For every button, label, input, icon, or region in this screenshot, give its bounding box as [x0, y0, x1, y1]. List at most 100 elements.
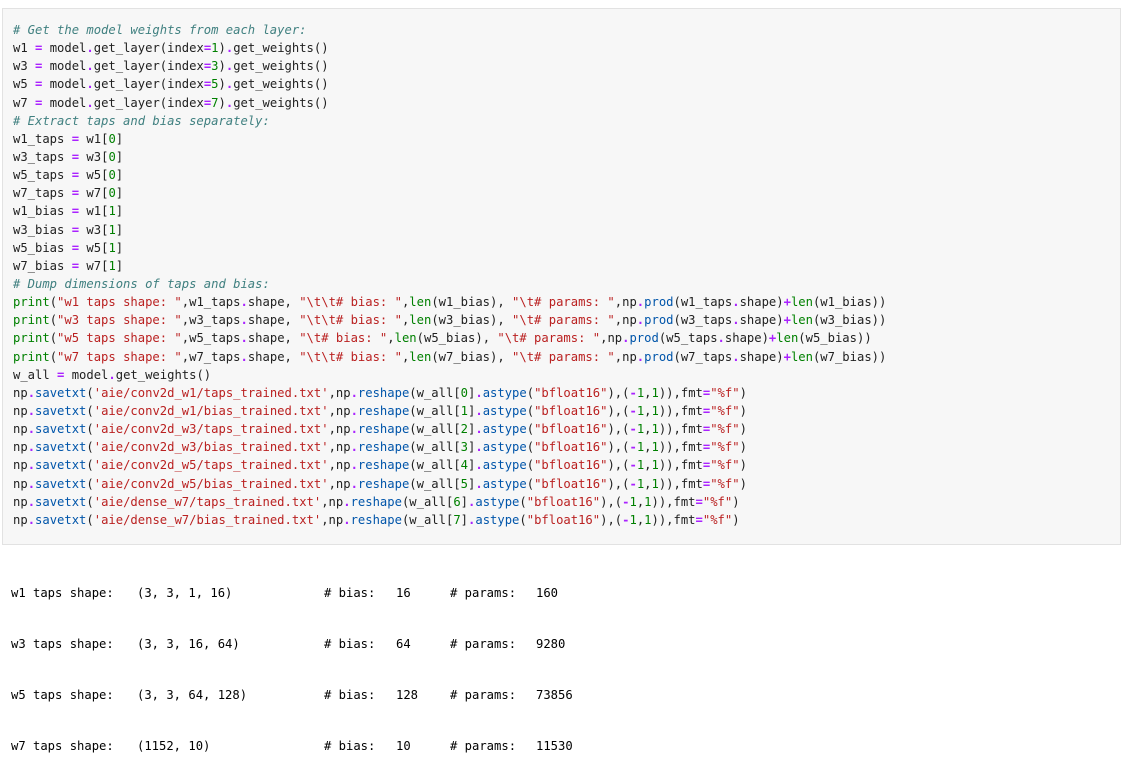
- code-variable: w1_taps: [13, 131, 65, 146]
- code-variable: w1_taps: [189, 295, 241, 310]
- code-string: "\t\t# bias: ": [299, 313, 402, 328]
- code-line: np.savetxt('aie/conv2d_w5/taps_trained.t…: [13, 458, 747, 473]
- code-variable: w1: [86, 131, 102, 146]
- code-string: "%f": [702, 512, 733, 527]
- code-string: "bfloat16": [534, 458, 608, 473]
- code-line: w3_taps = w3[0]: [13, 149, 124, 164]
- code-number: 5: [211, 77, 219, 92]
- code-variable: w5_taps: [13, 168, 65, 183]
- code-variable: w1_bias: [438, 295, 491, 310]
- code-variable: w3_bias: [438, 313, 491, 328]
- code-line: print("w7 taps shape: ",w7_taps.shape, "…: [13, 349, 887, 364]
- code-string: "w3 taps shape: ": [57, 313, 182, 328]
- code-string: "w7 taps shape: ": [57, 349, 182, 364]
- code-variable: w3: [86, 222, 102, 237]
- code-comment: # Get the model weights from each layer:: [13, 23, 307, 37]
- code-line: print("w1 taps shape: ",w1_taps.shape, "…: [13, 295, 887, 310]
- code-variable: w3_taps: [680, 313, 733, 328]
- code-variable: w5_bias: [805, 331, 857, 346]
- code-string: "bfloat16": [534, 476, 608, 491]
- code-variable: w3: [13, 59, 28, 74]
- code-variable: w3_bias: [820, 313, 872, 328]
- code-line: # Get the model weights from each layer:: [13, 21, 886, 39]
- code-string: "\t\t# bias: ": [299, 295, 402, 310]
- code-string: "bfloat16": [534, 440, 608, 455]
- code-variable: w5_bias: [13, 240, 65, 255]
- code-variable: w3_taps: [13, 149, 65, 164]
- code-line: w_all = model.get_weights(): [13, 367, 212, 382]
- code-line: w3 = model.get_layer(index=3).get_weight…: [13, 59, 329, 74]
- code-line: w5 = model.get_layer(index=5).get_weight…: [13, 77, 329, 92]
- code-string: "w1 taps shape: ": [57, 295, 182, 310]
- code-line: print("w3 taps shape: ",w3_taps.shape, "…: [13, 313, 887, 328]
- code-string: "\t# params: ": [497, 331, 601, 346]
- code-string: "%f": [710, 422, 740, 437]
- code-line: w3_bias = w3[1]: [13, 222, 124, 237]
- code-line: w7_bias = w7[1]: [13, 258, 124, 273]
- code-line: w7 = model.get_layer(index=7).get_weight…: [13, 95, 329, 110]
- code-string: "\t# params: ": [512, 349, 615, 364]
- code-variable: w1_taps: [680, 295, 733, 310]
- code-variable: w1_bias: [820, 295, 872, 310]
- code-string: "\t\t# bias: ": [299, 349, 402, 364]
- code-number: 1: [108, 240, 116, 255]
- code-line: print("w5 taps shape: ",w5_taps.shape, "…: [13, 331, 872, 346]
- code-variable: w5_taps: [666, 331, 718, 346]
- code-string: "\t# params: ": [512, 295, 615, 310]
- code-string: 'aie/conv2d_w3/bias_trained.txt': [93, 440, 329, 455]
- code-line: # Extract taps and bias separately:: [13, 112, 886, 130]
- code-variable: w7_taps: [13, 186, 65, 201]
- code-variable: w3: [86, 149, 102, 164]
- output-line: w1 taps shape:(3, 3, 1, 16)# bias:16# pa…: [11, 586, 559, 600]
- code-number: 1: [108, 222, 116, 237]
- code-line: np.savetxt('aie/conv2d_w3/taps_trained.t…: [13, 422, 747, 437]
- code-cell-input[interactable]: # Get the model weights from each layer:…: [2, 8, 1121, 545]
- code-variable: w7_bias: [438, 349, 491, 364]
- code-number: 1: [108, 258, 116, 273]
- cell-output: w1 taps shape:(3, 3, 1, 16)# bias:16# pa…: [11, 551, 573, 772]
- code-number: 4: [460, 458, 469, 473]
- code-string: 'aie/conv2d_w5/bias_trained.txt': [93, 476, 329, 491]
- code-string: "\t# bias: ": [299, 331, 388, 346]
- code-number: 0: [108, 186, 116, 201]
- code-line: w5_bias = w5[1]: [13, 240, 124, 255]
- code-number: 0: [108, 149, 116, 164]
- code-comment: # Dump dimensions of taps and bias:: [13, 276, 270, 291]
- code-string: "%f": [710, 403, 740, 418]
- code-string: 'aie/conv2d_w3/taps_trained.txt': [93, 422, 329, 437]
- code-comment: # Extract taps and bias separately:: [13, 113, 270, 128]
- code-variable: w7: [13, 95, 28, 110]
- code-variable: w5_taps: [189, 331, 241, 346]
- output-line: w7 taps shape:(1152, 10)# bias:10# param…: [11, 739, 573, 753]
- code-string: "bfloat16": [534, 385, 608, 400]
- code-string: "\t# params: ": [512, 313, 615, 328]
- code-string: 'aie/conv2d_w5/taps_trained.txt': [93, 458, 329, 473]
- code-line: # Dump dimensions of taps and bias:: [13, 275, 886, 293]
- code-number: 3: [460, 440, 469, 455]
- code-variable: w7_taps: [680, 349, 733, 364]
- code-variable: w1: [13, 41, 28, 56]
- code-variable: w7: [86, 186, 102, 201]
- code-string: "%f": [710, 476, 740, 491]
- code-number: 1: [211, 41, 219, 56]
- code-number: 0: [460, 385, 469, 400]
- code-line: w1_taps = w1[0]: [13, 131, 124, 146]
- code-editor[interactable]: # Get the model weights from each layer:…: [13, 21, 886, 529]
- code-line: np.savetxt('aie/conv2d_w1/taps_trained.t…: [13, 385, 747, 400]
- code-variable: w_all: [13, 367, 50, 382]
- code-string: "%f": [710, 458, 740, 473]
- code-number: 6: [453, 494, 461, 509]
- code-number: 3: [211, 59, 219, 74]
- code-number: 5: [460, 476, 469, 491]
- code-variable: w1_bias: [13, 204, 65, 219]
- code-line: w1 = model.get_layer(index=1).get_weight…: [13, 41, 329, 56]
- code-number: 0: [108, 131, 116, 146]
- code-string: 'aie/dense_w7/bias_trained.txt': [93, 512, 322, 527]
- code-string: "bfloat16": [534, 403, 608, 418]
- code-number: 7: [211, 95, 219, 110]
- code-number: 0: [108, 168, 116, 183]
- code-variable: w1: [86, 204, 102, 219]
- code-number: 1: [460, 403, 469, 418]
- code-string: "%f": [710, 440, 740, 455]
- output-line: w3 taps shape:(3, 3, 16, 64)# bias:64# p…: [11, 637, 566, 651]
